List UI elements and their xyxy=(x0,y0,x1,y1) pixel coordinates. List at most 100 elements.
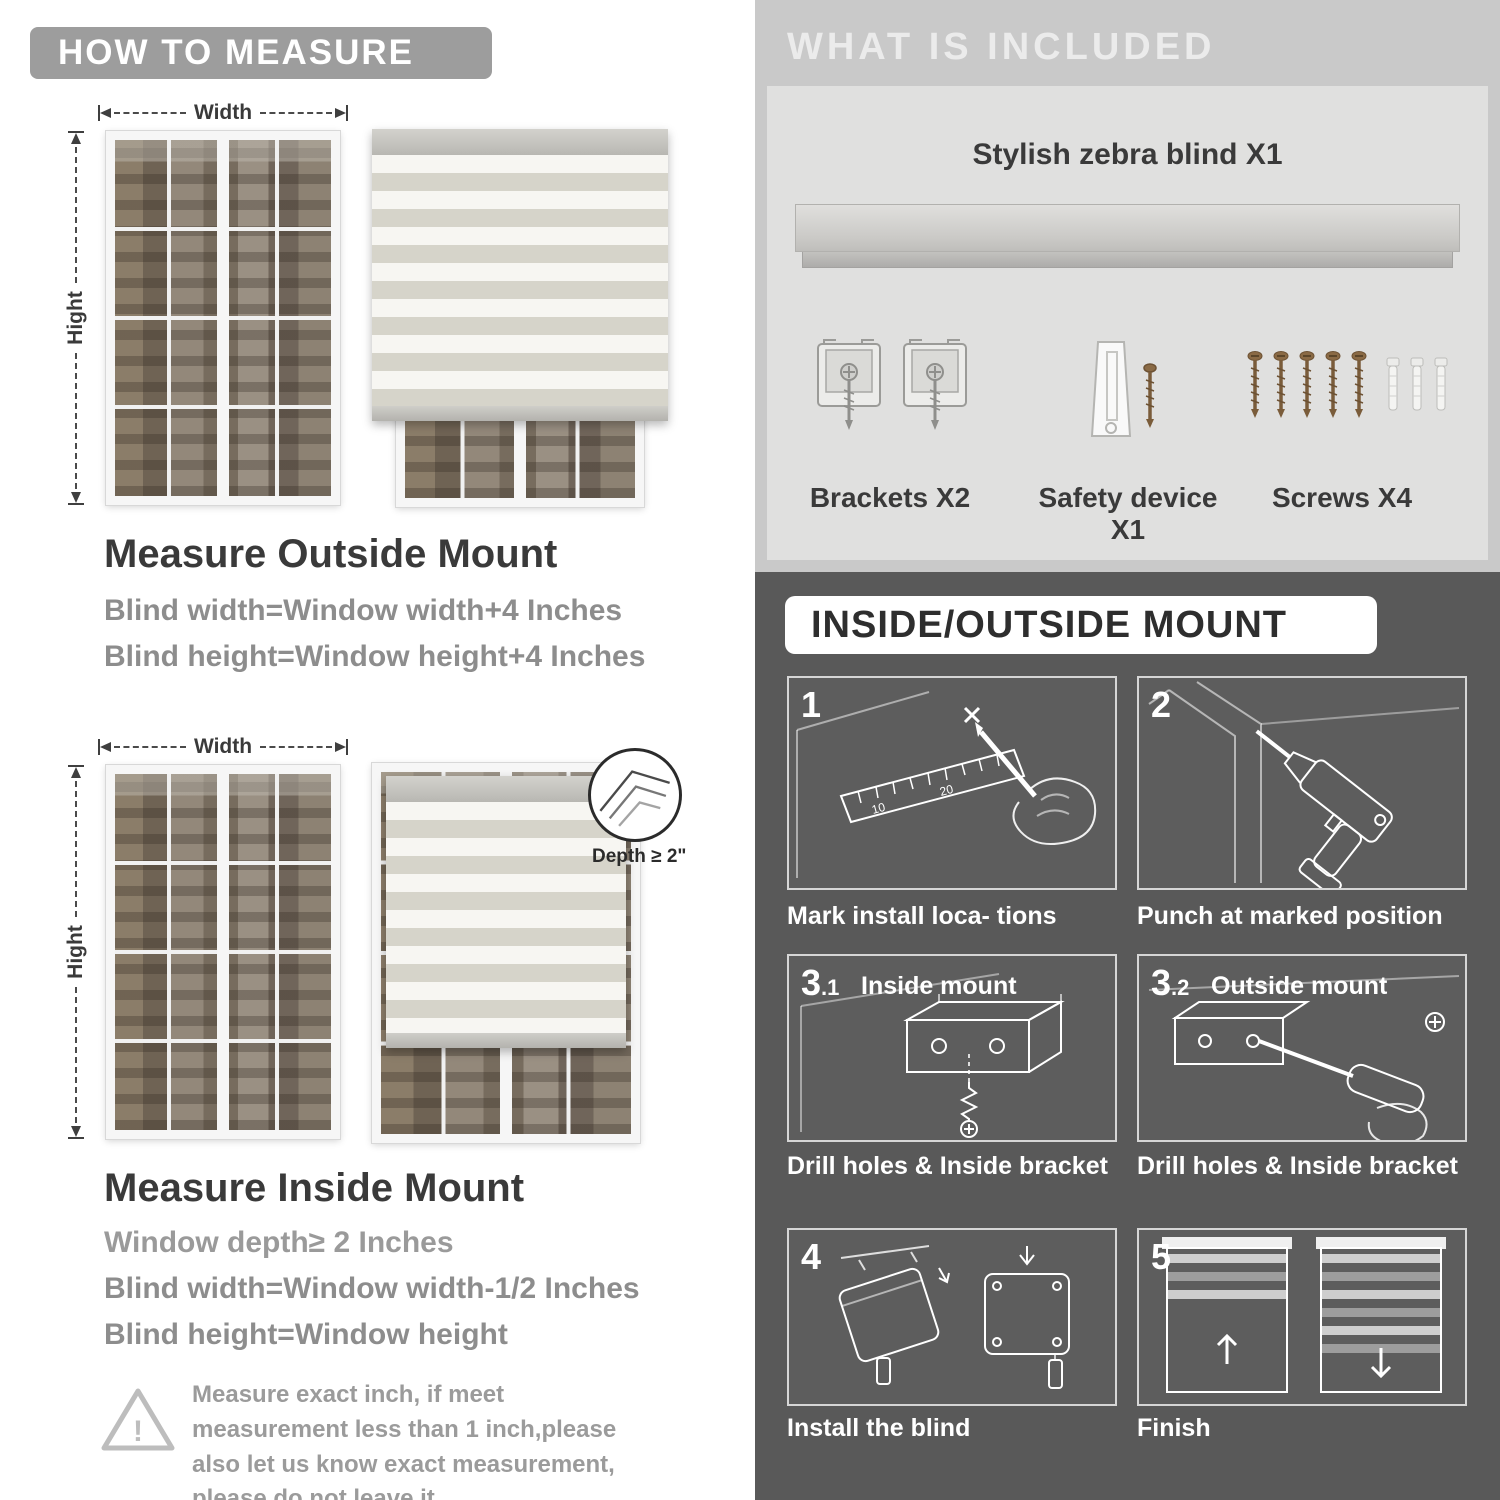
svg-text:20: 20 xyxy=(938,782,955,799)
arrow-head-right-icon xyxy=(71,767,81,778)
mark-locations-art: 10 20 xyxy=(796,691,1097,878)
measurement-note: Measure exact inch, if meet measurement … xyxy=(192,1381,617,1500)
depth-label: Depth ≥ 2" xyxy=(592,846,687,867)
step-number-sub: .2 xyxy=(1171,975,1190,1000)
bottomrail xyxy=(372,406,668,421)
finish-art xyxy=(1162,1237,1446,1393)
step-number-main: 3 xyxy=(1151,962,1172,1003)
outside-mount-title: Measure Outside Mount xyxy=(104,532,558,576)
arrow-end-tick xyxy=(98,105,100,121)
arrow-head-left-icon xyxy=(100,742,111,752)
zebra-blind-inside-mount-illustration xyxy=(371,762,641,1144)
window-corner-detail-icon xyxy=(599,770,670,827)
step-caption: Punch at marked position xyxy=(1137,902,1443,930)
arrow-end-tick xyxy=(68,1137,84,1139)
inside-mount-line3: Blind height=Window height xyxy=(104,1318,508,1351)
width-arrow-outside: Width xyxy=(98,101,348,124)
inside-mount-line2: Blind width=Window width-1/2 Inches xyxy=(104,1272,640,1305)
drill-art xyxy=(1148,681,1460,888)
step-number-main: 5 xyxy=(1151,1236,1172,1277)
included-panel: Stylish zebra blind X1 xyxy=(767,86,1488,560)
step-panel-2: 2 xyxy=(1137,676,1467,890)
step-panel-5: 5 xyxy=(1137,1228,1467,1406)
step-number-main: 3 xyxy=(801,962,822,1003)
shade-stripes xyxy=(386,802,626,1033)
height-label: Hight xyxy=(64,925,87,979)
step-number-main: 1 xyxy=(801,684,822,725)
arrow-end-tick xyxy=(346,105,348,121)
zebra-shade xyxy=(386,776,626,1048)
dashed-line xyxy=(75,986,77,1123)
step-number: 1 xyxy=(801,684,821,726)
zebra-blind-headrail-illustration xyxy=(795,204,1460,268)
width-label: Width xyxy=(193,735,253,758)
what-is-included-header: WHAT IS INCLUDED xyxy=(787,26,1216,68)
bottomrail xyxy=(386,1033,626,1048)
safety-device-label: Safety device X1 xyxy=(1038,482,1218,545)
window-muntins xyxy=(115,774,331,1130)
width-arrow-inside: Width xyxy=(98,735,348,758)
arrow-end-tick xyxy=(68,131,84,133)
arrow-head-left-icon xyxy=(71,492,81,503)
inside-mount-line1: Window depth≥ 2 Inches xyxy=(104,1226,454,1259)
window-photo-illustration xyxy=(105,764,341,1140)
outside-mount-line1: Blind width=Window width+4 Inches xyxy=(104,594,623,627)
step-inline-label: Inside mount xyxy=(861,972,1017,1000)
inside-bracket-art xyxy=(800,973,1065,1138)
step-inline-label: Outside mount xyxy=(1211,972,1388,1000)
inside-mount-title: Measure Inside Mount xyxy=(104,1166,525,1210)
step-number-main: 4 xyxy=(801,1236,822,1277)
arrow-head-right-icon xyxy=(335,742,346,752)
zebra-blind-outside-mount-illustration xyxy=(372,129,668,508)
headrail-face xyxy=(795,204,1460,252)
step-caption: Drill holes & Inside bracket xyxy=(1137,1152,1458,1180)
depth-detail-circle xyxy=(588,748,682,842)
step-number: 4 xyxy=(801,1236,821,1278)
height-label: Hight xyxy=(64,291,87,345)
height-arrow-outside: Hight xyxy=(64,131,88,505)
dashed-line xyxy=(75,352,77,489)
step-caption: Mark install loca- tions xyxy=(787,902,1057,930)
zebra-shade xyxy=(372,129,668,421)
install-blind-art xyxy=(838,1245,1070,1389)
safety-device-icon xyxy=(1090,341,1157,437)
inside-outside-mount-header: INSIDE/OUTSIDE MOUNT xyxy=(785,596,1377,654)
arrow-end-tick xyxy=(68,765,84,767)
step-number: 3.2 xyxy=(1151,962,1189,1004)
step-number-sub: .1 xyxy=(821,975,840,1000)
dashed-line xyxy=(260,746,332,748)
arrow-head-right-icon xyxy=(335,108,346,118)
outside-mount-line2: Blind height=Window height+4 Inches xyxy=(104,640,646,673)
warning-triangle-icon: ! xyxy=(101,1388,175,1451)
mount-instructions-section: INSIDE/OUTSIDE MOUNT 1 10 20 xyxy=(755,572,1500,1500)
brackets-icon xyxy=(817,339,967,430)
arrow-end-tick xyxy=(68,503,84,505)
arrow-end-tick xyxy=(346,739,348,755)
arrow-head-right-icon xyxy=(71,133,81,144)
how-to-measure-section: HOW TO MEASURE Width Hight xyxy=(0,0,730,1500)
headrail xyxy=(372,129,668,155)
blind-label: Stylish zebra blind X1 xyxy=(972,138,1283,171)
outside-bracket-art xyxy=(1148,975,1460,1140)
dashed-line xyxy=(114,112,186,114)
step-number: 3.1 xyxy=(801,962,839,1004)
step-caption: Install the blind xyxy=(787,1414,971,1442)
arrow-end-tick xyxy=(98,739,100,755)
dashed-line xyxy=(114,746,186,748)
step-number: 5 xyxy=(1151,1236,1171,1278)
headrail xyxy=(386,776,626,802)
dashed-line xyxy=(75,147,77,284)
step-number: 2 xyxy=(1151,684,1171,726)
svg-text:!: ! xyxy=(133,1415,143,1448)
step-caption: Drill holes & Inside bracket xyxy=(787,1152,1108,1180)
window-muntins xyxy=(115,140,331,496)
shade-stripes xyxy=(372,155,668,406)
step-panel-3-1: 3.1 Inside mount xyxy=(787,954,1117,1142)
brackets-label: Brackets X2 xyxy=(809,482,971,513)
step-panel-3-2: 3.2 Outside mount xyxy=(1137,954,1467,1142)
step-panel-4: 4 xyxy=(787,1228,1117,1406)
screws-icon xyxy=(1247,351,1448,418)
headrail-lip xyxy=(802,252,1453,268)
window-photo-illustration xyxy=(105,130,341,506)
arrow-head-left-icon xyxy=(71,1126,81,1137)
